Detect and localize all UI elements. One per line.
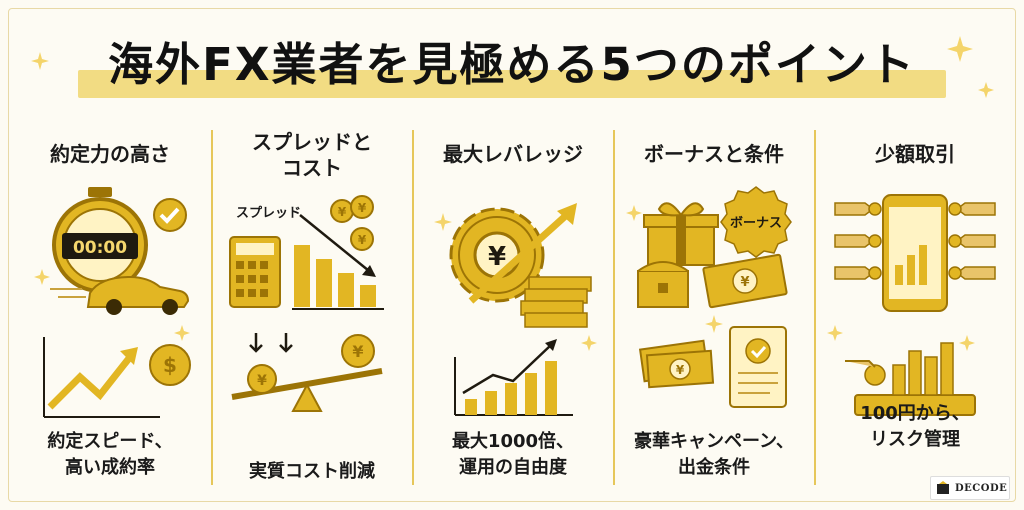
heading-line: 最大レバレッジ xyxy=(443,142,583,166)
caption-line: 最大1000倍、 xyxy=(451,431,575,452)
banknote-icon: ¥ xyxy=(702,253,788,309)
coin-icon: $ xyxy=(149,344,191,386)
sports-car-icon xyxy=(50,275,190,315)
caption-line: 約定スピード、 xyxy=(47,431,173,452)
leverage-illustration: ¥ xyxy=(434,203,597,416)
spread-label: スプレッド xyxy=(236,206,301,221)
svg-text:¥: ¥ xyxy=(352,342,363,361)
treasure-chest-icon xyxy=(637,261,689,308)
page-title: 海外FX業者を見極める5つのポイント xyxy=(108,38,916,91)
poster-frame xyxy=(8,8,1016,502)
column-execution: 約定力の高さ 00:00 $ xyxy=(10,125,210,495)
column-caption: 100円から、 リスク管理 xyxy=(815,401,1015,453)
heading-line: コスト xyxy=(282,156,342,180)
coin-stacks-icon xyxy=(845,342,976,416)
svg-text:¥: ¥ xyxy=(488,242,506,272)
contract-scroll-icon xyxy=(729,326,787,408)
stopwatch-icon: 00:00 xyxy=(52,187,148,293)
caption-line: 100円から、 xyxy=(860,403,970,424)
heading-line: 少額取引 xyxy=(875,142,955,166)
column-caption: 最大1000倍、 運用の自由度 xyxy=(413,429,613,481)
heading-line: スプレッドと xyxy=(252,130,372,154)
column-heading: 約定力の高さ xyxy=(10,141,210,167)
svg-text:¥: ¥ xyxy=(338,205,347,219)
spread-illustration: スプレッド ¥ ¥ ¥ xyxy=(229,195,384,412)
hands-with-coins-icon xyxy=(834,202,996,280)
column-divider xyxy=(211,130,213,485)
svg-text:¥: ¥ xyxy=(676,363,685,377)
column-caption: 実質コスト削減 xyxy=(212,459,412,485)
down-arrows-icon xyxy=(249,333,293,353)
calculator-icon xyxy=(229,236,281,308)
heading-line: ボーナスと条件 xyxy=(644,142,784,166)
column-leverage: 最大レバレッジ ¥ xyxy=(413,125,613,495)
svg-text:¥: ¥ xyxy=(257,373,267,389)
column-caption: 約定スピード、 高い成約率 xyxy=(10,429,210,481)
clock-readout: 00:00 xyxy=(73,238,127,258)
up-arrow-icon xyxy=(468,203,577,304)
caption-line: 高い成約率 xyxy=(65,457,155,478)
column-heading: 最大レバレッジ xyxy=(413,141,613,167)
small-trades-illustration xyxy=(827,194,996,416)
column-heading: 少額取引 xyxy=(815,141,1015,167)
svg-text:$: $ xyxy=(163,353,177,377)
execution-illustration: 00:00 $ xyxy=(34,187,191,418)
svg-text:¥: ¥ xyxy=(740,275,749,290)
column-heading: スプレッドと コスト xyxy=(212,129,412,181)
svg-text:¥: ¥ xyxy=(358,233,367,247)
column-divider xyxy=(412,130,414,485)
column-divider xyxy=(814,130,816,485)
rising-chart-icon xyxy=(43,337,160,418)
smartphone-icon xyxy=(882,194,948,312)
caption-line: リスク管理 xyxy=(870,429,960,450)
column-divider xyxy=(613,130,615,485)
svg-text:ボーナス: ボーナス xyxy=(730,215,782,231)
caption-line: 運用の自由度 xyxy=(459,457,567,478)
column-bonus: ボーナスと条件 ボーナス ¥ ¥ xyxy=(614,125,814,495)
bonus-badge-icon: ボーナス xyxy=(720,186,792,258)
column-heading: ボーナスと条件 xyxy=(614,141,814,167)
caption-line: 実質コスト削減 xyxy=(249,461,375,482)
check-badge-icon xyxy=(153,198,187,232)
caption-line: 豪華キャンペーン、 xyxy=(633,431,795,452)
column-small-trades: 少額取引 100円から、 リ xyxy=(815,125,1015,495)
decode-logo: DECODE xyxy=(930,476,1010,500)
cash-stack-icon: ¥ xyxy=(638,339,715,389)
logo-mark-icon xyxy=(937,481,949,494)
gift-box-icon xyxy=(643,202,719,266)
caption-line: 出金条件 xyxy=(678,457,750,478)
growth-bars-icon xyxy=(454,339,573,416)
title-area: 海外FX業者を見極める5つのポイント xyxy=(72,32,952,100)
bonus-illustration: ボーナス ¥ ¥ xyxy=(626,186,792,408)
title-highlight xyxy=(78,70,946,98)
yen-coins-icon: ¥ ¥ ¥ xyxy=(330,195,374,251)
logo-text: DECODE xyxy=(955,482,1008,494)
cash-stack-icon xyxy=(520,276,592,328)
column-caption: 豪華キャンペーン、 出金条件 xyxy=(614,429,814,481)
svg-text:¥: ¥ xyxy=(358,201,367,215)
column-spread: スプレッドと コスト スプレッド ¥ ¥ ¥ xyxy=(212,125,412,495)
heading-line: 約定力の高さ xyxy=(50,142,170,166)
decreasing-bars-icon xyxy=(292,214,384,310)
seesaw-icon: ¥ ¥ xyxy=(231,334,383,412)
